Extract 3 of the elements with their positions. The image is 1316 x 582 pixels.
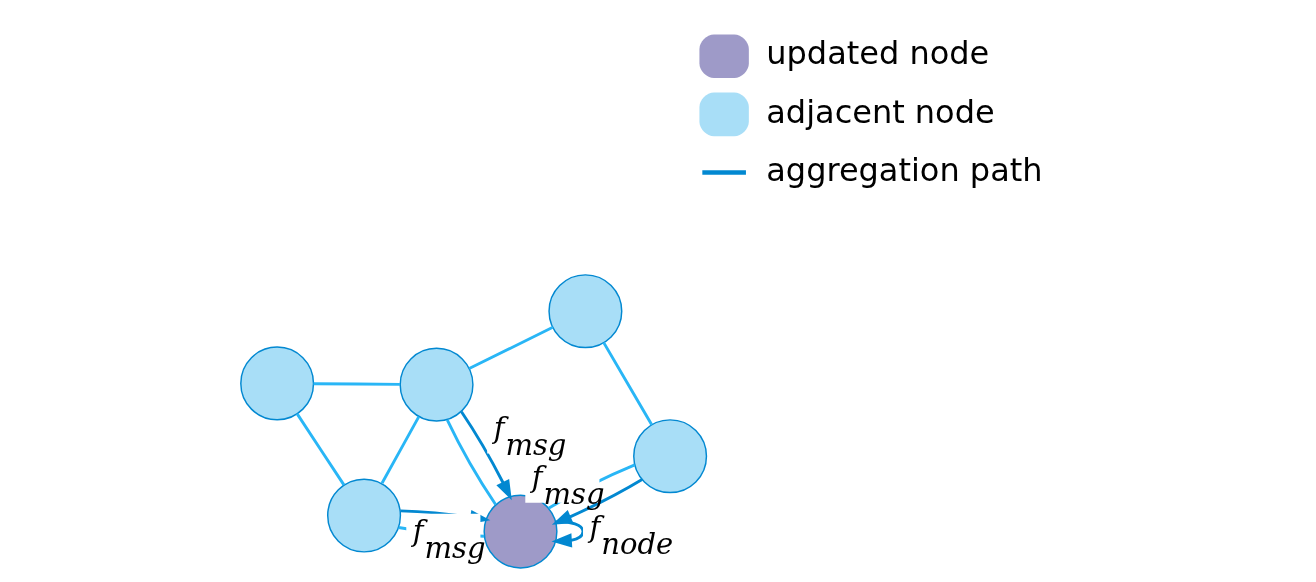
legend-label: updated node (766, 34, 990, 73)
legend-label: aggregation path (766, 150, 1043, 189)
legend-label: adjacent node (766, 92, 995, 131)
